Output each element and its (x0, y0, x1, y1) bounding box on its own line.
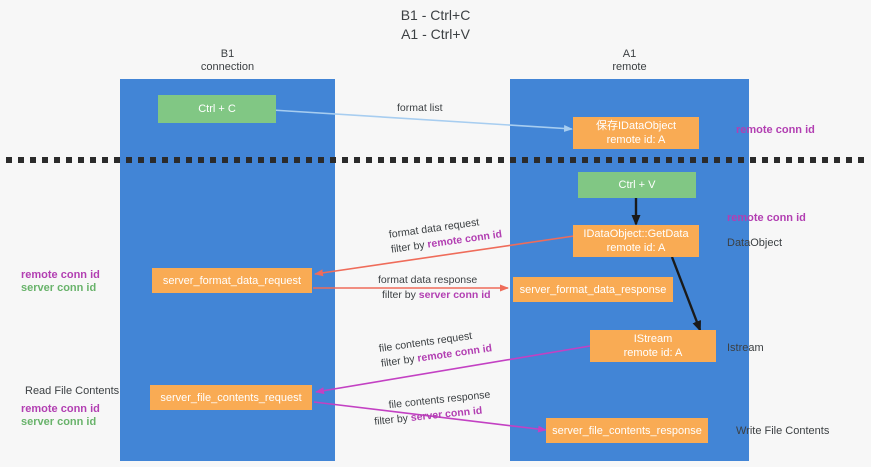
server-conn-id-highlight: server conn id (418, 289, 491, 301)
edge-label-file-contents-request: file contents request filter by remote c… (378, 326, 493, 371)
box-ctrl-c[interactable]: Ctrl + C (158, 95, 276, 123)
box-server-format-data-request[interactable]: server_format_data_request (152, 268, 312, 293)
filter-prefix: filter by (382, 289, 419, 301)
edge-label-line1: format data response (378, 274, 478, 286)
filter-prefix: filter by (390, 238, 429, 256)
edge-label-format-data-request: format data request filter by remote con… (388, 212, 503, 257)
annotation-remote-conn-id-mid: remote conn id (727, 212, 806, 224)
edge-label-line2: filter by server conn id (378, 288, 491, 303)
box-server-format-data-response[interactable]: server_format_data_response (513, 277, 673, 302)
page-title: B1 - Ctrl+C A1 - Ctrl+V (400, 7, 471, 42)
column-header-a1: A1 remote (612, 48, 647, 73)
edge-label-file-contents-response: file contents response filter by server … (372, 388, 493, 430)
annotation-left-remote-conn-id: remote conn id (21, 269, 100, 281)
filter-prefix: filter by (373, 412, 412, 428)
annotation-istream: Istream (727, 342, 764, 354)
box-idataobject-getdata[interactable]: IDataObject::GetData remote id: A (573, 225, 699, 257)
box-istream[interactable]: IStream remote id: A (590, 330, 716, 362)
annotation-left-remote-conn-id-2: remote conn id (21, 403, 100, 415)
edge-label-format-data-response: format data response filter by server co… (378, 273, 491, 303)
annotation-left-server-conn-id: server conn id (21, 282, 97, 294)
box-ctrl-v[interactable]: Ctrl + V (578, 172, 696, 198)
annotation-write-file-contents: Write File Contents (736, 425, 830, 437)
phase-separator (6, 157, 865, 163)
annotation-remote-conn-id-top: remote conn id (736, 124, 815, 136)
box-server-file-contents-request[interactable]: server_file_contents_request (150, 385, 312, 410)
annotation-read-file-contents: Read File Contents (25, 385, 120, 397)
box-save-idataobject[interactable]: 保存IDataObject remote id: A (573, 117, 699, 149)
column-header-b1: B1 connection (200, 48, 255, 73)
annotation-left-server-conn-id-2: server conn id (21, 416, 97, 428)
filter-prefix: filter by (380, 352, 419, 370)
box-server-file-contents-response[interactable]: server_file_contents_response (546, 418, 708, 443)
annotation-dataobject: DataObject (727, 237, 783, 249)
edge-label-format-list: format list (397, 102, 443, 114)
